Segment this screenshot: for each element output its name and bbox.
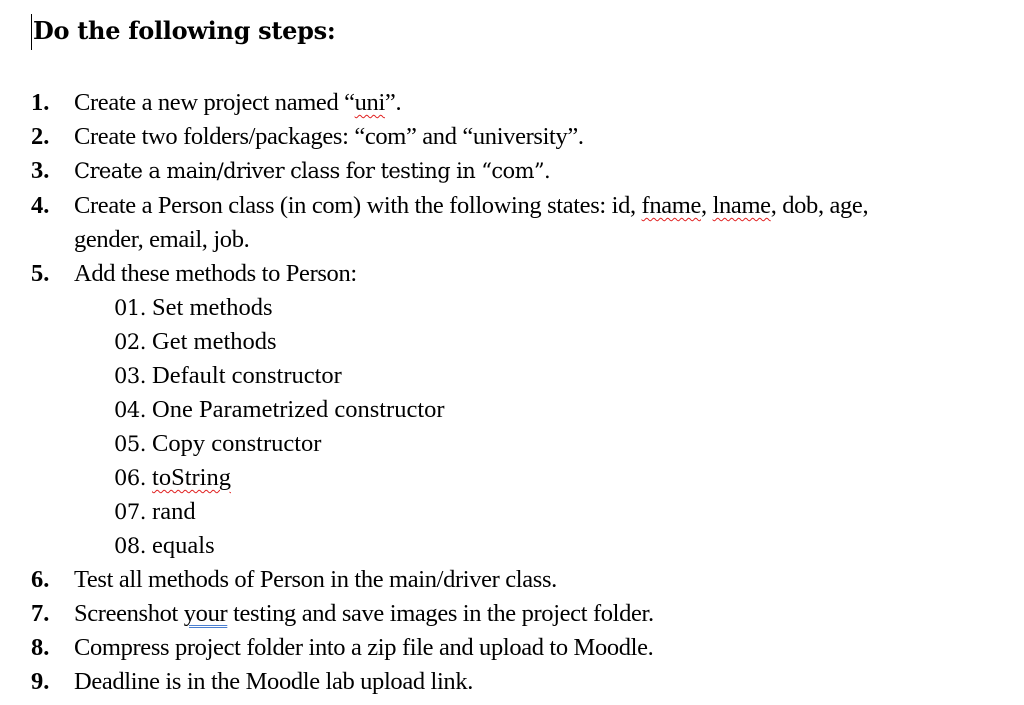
- method-item[interactable]: 03. Default constructor: [114, 361, 342, 391]
- step-number: 9.: [31, 668, 50, 695]
- grammar-flagged-word[interactable]: your: [183, 600, 228, 627]
- step-number: 4.: [31, 192, 50, 219]
- method-item[interactable]: 06. toString: [114, 463, 231, 493]
- method-item[interactable]: 02. Get methods: [114, 327, 277, 357]
- method-label: equals: [152, 532, 215, 559]
- method-number: 07.: [114, 500, 146, 524]
- method-number: 05.: [114, 432, 146, 456]
- method-number: 06.: [114, 466, 146, 490]
- method-number: 01.: [114, 296, 146, 320]
- method-item[interactable]: 08. equals: [114, 531, 215, 561]
- method-item[interactable]: 05. Copy constructor: [114, 429, 321, 459]
- step-text: Create a main/driver class for testing i…: [74, 159, 551, 183]
- step-number: 1.: [31, 89, 50, 116]
- misspelled-word[interactable]: uni: [354, 89, 386, 116]
- method-number: 02.: [114, 330, 146, 354]
- step-number: 2.: [31, 123, 50, 150]
- step-text: Create two folders/packages: “com” and “…: [74, 123, 584, 150]
- step-text: gender, email, job.: [74, 226, 250, 253]
- method-number: 03.: [114, 364, 146, 388]
- step-text: Test all methods of Person in the main/d…: [74, 566, 557, 593]
- step-number: 3.: [31, 157, 50, 184]
- method-item[interactable]: 07. rand: [114, 497, 196, 527]
- misspelled-word[interactable]: fname: [641, 192, 702, 219]
- method-item[interactable]: 04. One Parametrized constructor: [114, 395, 445, 425]
- method-item[interactable]: 01. Set methods: [114, 293, 273, 323]
- step-text: Compress project folder into a zip file …: [74, 634, 654, 661]
- step-text: Create a Person class (in com) with the …: [74, 192, 869, 219]
- misspelled-word[interactable]: lname: [712, 192, 771, 219]
- document-heading[interactable]: Do the following steps:: [33, 16, 336, 45]
- method-label: rand: [152, 498, 196, 525]
- step-number: 8.: [31, 634, 50, 661]
- step-number: 7.: [31, 600, 50, 627]
- step-number: 6.: [31, 566, 50, 593]
- step-text: Add these methods to Person:: [74, 260, 357, 287]
- step-text: Create a new project named “uni”.: [74, 89, 402, 116]
- method-number: 08.: [114, 534, 146, 558]
- method-number: 04.: [114, 398, 146, 422]
- step-number: 5.: [31, 260, 50, 287]
- method-label: One Parametrized constructor: [152, 396, 445, 423]
- method-label: Default constructor: [152, 362, 342, 389]
- step-text: Deadline is in the Moodle lab upload lin…: [74, 668, 474, 695]
- method-label: Copy constructor: [152, 430, 322, 457]
- method-label: Set methods: [152, 294, 273, 321]
- method-label[interactable]: toString: [152, 464, 231, 491]
- step-text: Screenshot your testing and save images …: [74, 600, 654, 627]
- text-cursor: [31, 14, 32, 50]
- method-label: Get methods: [152, 328, 277, 355]
